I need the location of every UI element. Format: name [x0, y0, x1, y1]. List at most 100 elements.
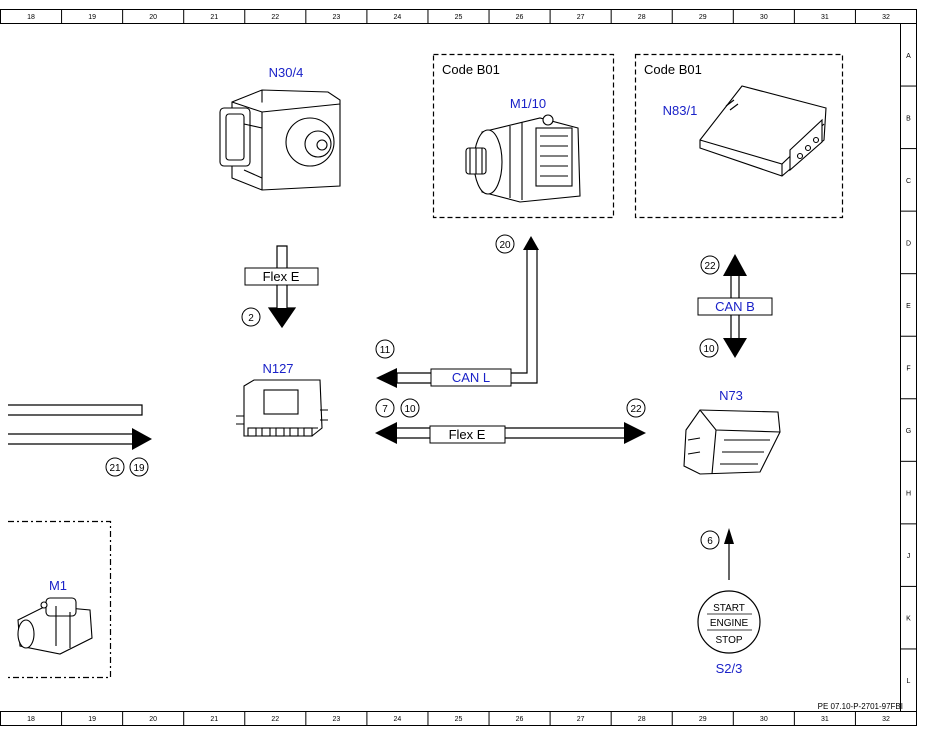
ruler-column-bottom: 30: [760, 716, 768, 723]
ruler-column-top: 30: [760, 14, 768, 21]
ruler-column-bottom: 23: [332, 716, 340, 723]
ruler-column-top: 19: [88, 14, 96, 21]
ruler-column-bottom: 31: [821, 716, 829, 723]
ref-11: 11: [380, 345, 391, 356]
flex-e-top-label: Flex E: [263, 269, 300, 284]
s2-3-arrowhead: [724, 528, 734, 544]
ruler-row: E: [906, 303, 911, 310]
n30-4-label: N30/4: [269, 65, 304, 80]
ref-21: 21: [109, 463, 121, 474]
can-l-line: [396, 250, 538, 384]
ruler-column-bottom: 25: [455, 716, 463, 723]
flex-e-mid-label: Flex E: [449, 427, 486, 442]
left-line-upper: [8, 404, 143, 416]
ref-6-circle: [700, 530, 720, 550]
ref-10-right: 10: [703, 344, 715, 355]
flex-e-top-box: [244, 267, 319, 286]
m1-box: [8, 520, 112, 679]
m1-starter-image: [17, 597, 93, 655]
can-l-box: [430, 368, 512, 387]
ruler-column-bottom: 26: [516, 716, 524, 723]
ref-20-circle: [495, 234, 515, 254]
m1-10-code: Code B01: [442, 62, 500, 77]
ruler-column-top: 32: [882, 14, 890, 21]
ref-10-mid: 10: [404, 404, 416, 415]
engine-text: ENGINE: [710, 618, 749, 629]
ruler-column-bottom: 29: [699, 716, 707, 723]
ruler-column-bottom: 20: [149, 716, 157, 723]
ref-11-circle: [375, 339, 395, 359]
n83-1-code: Code B01: [644, 62, 702, 77]
ruler-column-bottom: 28: [638, 716, 646, 723]
ruler-column-bottom: 19: [88, 716, 96, 723]
footer-code: PE 07.10-P-2701-97FBI: [818, 702, 903, 711]
s2-3-label: S2/3: [716, 661, 743, 676]
stop-text: STOP: [715, 635, 742, 646]
ruler-column-top: 18: [27, 14, 35, 21]
flex-e-mid-box: [429, 425, 506, 444]
ruler-column-top: 24: [394, 14, 402, 21]
ruler-row: H: [906, 491, 911, 498]
ref-21-circle: [105, 457, 125, 477]
n30-4-module-image: [219, 89, 341, 191]
ruler-row: K: [906, 616, 911, 623]
ruler-row: L: [907, 678, 911, 685]
ref-10-mid-circle: [400, 398, 420, 418]
n83-1-module-image: [699, 85, 827, 177]
can-b-box: [697, 297, 773, 316]
ruler-row: D: [906, 240, 911, 247]
left-arrow-lower: [8, 428, 152, 450]
start-text: START: [713, 603, 745, 614]
n83-1-label: N83/1: [663, 103, 698, 118]
ref-2: 2: [248, 313, 254, 324]
ref-6: 6: [707, 536, 713, 547]
n127-module-image: [236, 379, 328, 437]
can-l-label: CAN L: [452, 370, 490, 385]
ref-19-circle: [129, 457, 149, 477]
ruler-column-top: 21: [210, 14, 218, 21]
code-b01-box-m1-10: [432, 53, 615, 219]
ruler-column-top: 25: [455, 14, 463, 21]
ref-19: 19: [133, 463, 145, 474]
ruler-column-bottom: 22: [271, 716, 279, 723]
m1-10-alternator-image: [465, 114, 581, 203]
ruler-column-top: 28: [638, 14, 646, 21]
ruler-column-top: 23: [332, 14, 340, 21]
ruler-column-bottom: 21: [210, 716, 218, 723]
ref-22-mid: 22: [630, 404, 642, 415]
ruler-column-bottom: 32: [882, 716, 890, 723]
ref-22-top: 22: [704, 261, 716, 272]
ruler-row: A: [906, 53, 911, 60]
ruler-column-top: 26: [516, 14, 524, 21]
flex-e-mid-arrow: [375, 422, 646, 444]
can-l-up-arrowhead: [523, 236, 539, 250]
ruler-row: J: [907, 553, 911, 560]
ruler-column-top: 27: [577, 14, 585, 21]
ruler-row: F: [906, 366, 910, 373]
ref-7: 7: [382, 404, 388, 415]
n73-module-image: [683, 409, 781, 475]
ruler-row: G: [906, 428, 911, 435]
ruler-column-top: 20: [149, 14, 157, 21]
ruler-column-top: 22: [271, 14, 279, 21]
ref-7-circle: [375, 398, 395, 418]
can-b-label: CAN B: [715, 299, 755, 314]
m1-10-label: M1/10: [510, 96, 546, 111]
ref-22-mid-circle: [626, 398, 646, 418]
n127-label: N127: [262, 361, 293, 376]
ruler-ticks: [61, 9, 917, 726]
ruler-labels: 1818191920202121222223232424252526262727…: [27, 14, 911, 723]
start-engine-stop-button: [697, 590, 761, 654]
ref-2-circle: [241, 307, 261, 327]
flex-e-top-arrow: [267, 245, 297, 329]
ruler-row: B: [906, 115, 911, 122]
ref-22-top-circle: [700, 255, 720, 275]
ruler-frame: [0, 9, 917, 726]
ref-10-right-circle: [699, 338, 719, 358]
m1-label: M1: [49, 578, 67, 593]
ruler-column-bottom: 24: [394, 716, 402, 723]
ruler-row: C: [906, 178, 911, 185]
ruler-column-top: 29: [699, 14, 707, 21]
can-l-left-arrowhead: [376, 368, 397, 388]
